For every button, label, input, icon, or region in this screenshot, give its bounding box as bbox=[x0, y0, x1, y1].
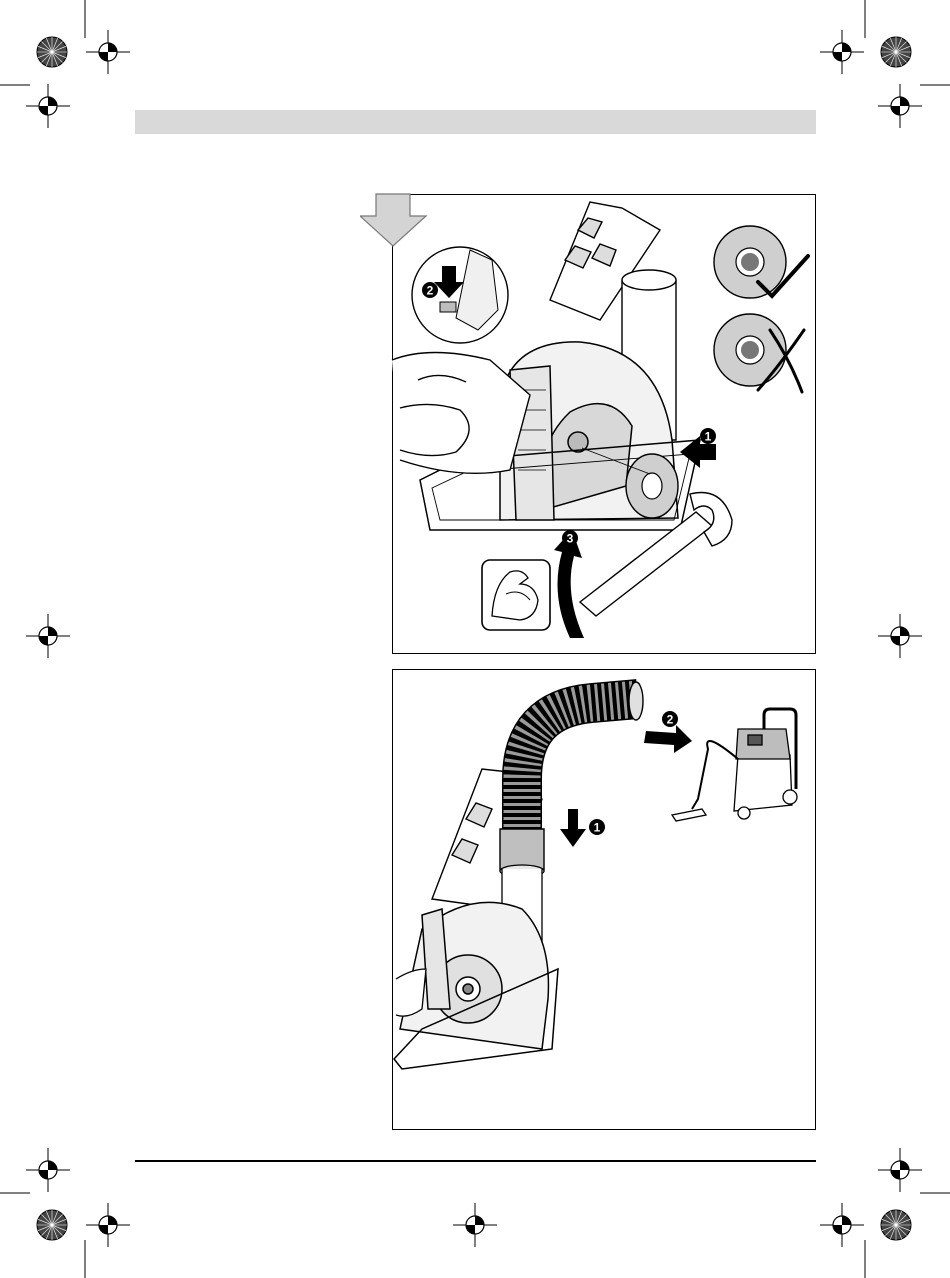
step-1-label: 1 bbox=[705, 430, 712, 444]
footer-rule bbox=[135, 1160, 816, 1162]
flange-incorrect bbox=[714, 314, 804, 392]
figure-mounting-blade-drawing: 2 1 3 bbox=[360, 190, 820, 656]
header-band bbox=[135, 110, 816, 134]
step-2-label: 2 bbox=[427, 284, 434, 298]
spindle-lock-inset: 2 bbox=[412, 247, 508, 343]
tighten-arrow: 3 bbox=[554, 530, 584, 638]
connect-vacuum-arrow: 2 bbox=[644, 711, 692, 753]
push-arrow: 1 bbox=[680, 428, 716, 468]
vacuum-cleaner-icon bbox=[672, 709, 797, 821]
step-1-label: 1 bbox=[594, 821, 601, 835]
step-3-label: 3 bbox=[567, 532, 574, 546]
strong-arm-icon bbox=[482, 560, 550, 630]
step-2-label: 2 bbox=[667, 713, 674, 727]
curved-arrow-icon bbox=[554, 530, 584, 638]
right-arrow-icon bbox=[644, 725, 692, 753]
flange-correct bbox=[714, 226, 808, 298]
down-arrow-icon bbox=[560, 809, 586, 847]
attach-hose-arrow: 1 bbox=[560, 809, 605, 847]
figure-dust-extraction-drawing: 1 2 bbox=[392, 669, 816, 1130]
down-arrow-icon bbox=[360, 194, 426, 246]
